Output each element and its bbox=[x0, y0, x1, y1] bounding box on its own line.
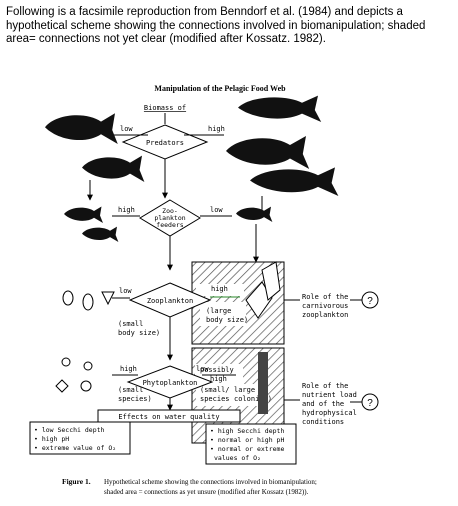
zooplankton-high-label: high bbox=[211, 285, 228, 293]
right-box-line1: • high Secchi depth bbox=[210, 427, 284, 435]
zooplankton-label: Zooplankton bbox=[147, 297, 193, 305]
effects-box bbox=[97, 409, 241, 423]
left-result-box bbox=[29, 421, 131, 455]
role-carnivorous-line1: Role of the bbox=[302, 293, 348, 301]
caption-line1: Hypothetical scheme showing the connecti… bbox=[104, 478, 317, 486]
left-box-line1: • low Secchi depth bbox=[34, 426, 105, 434]
large-body-line2: body size) bbox=[206, 316, 248, 324]
predator-fish-right-2 bbox=[226, 136, 310, 169]
feeder-fish-right bbox=[236, 206, 273, 222]
possibly-bg bbox=[195, 364, 243, 384]
effects-label: Effects on water quality bbox=[118, 413, 219, 421]
right-result-box bbox=[205, 423, 297, 465]
role-carnivorous-line2: carnivorous bbox=[302, 302, 348, 310]
caption-line2: shaded area = connections as yet unsure … bbox=[104, 488, 309, 496]
predator-fish-left-2 bbox=[82, 155, 145, 182]
role-nutrient-line1: Role of the bbox=[302, 382, 348, 390]
large-body-line1: (large bbox=[206, 307, 231, 315]
small-zooplankton-icons bbox=[62, 290, 115, 311]
phytoplankton-low-label: low bbox=[196, 365, 209, 373]
left-box-line2: • high pH bbox=[34, 435, 69, 443]
small-body-line1: (small bbox=[118, 320, 143, 328]
zoo-feeders-line2: plankton bbox=[154, 214, 185, 222]
small-large-bg bbox=[196, 384, 268, 406]
small-large-line3: colonies) bbox=[234, 395, 272, 403]
right-box-line2: • normal or high pH bbox=[210, 436, 284, 444]
zoo-feeders-line1: Zoo- bbox=[162, 207, 178, 215]
zooplankton-low-label: low bbox=[119, 287, 132, 295]
question-circle-nutrient bbox=[361, 393, 379, 411]
zoo-feeders-line3: feeders bbox=[156, 221, 183, 229]
species-label: species bbox=[200, 395, 230, 403]
large-zooplankton-shape-2 bbox=[261, 261, 281, 301]
zoo-feeders-low-label: low bbox=[210, 206, 223, 214]
diagram-title: Manipulation of the Pelagic Food Web bbox=[154, 84, 286, 93]
right-box-line3: • normal or extreme bbox=[210, 445, 284, 453]
question-mark-carnivorous: ? bbox=[367, 296, 373, 307]
predator-fish-right-3 bbox=[250, 167, 339, 196]
phytoplankton-label: Phytoplankton bbox=[143, 379, 198, 387]
role-nutrient-line5: conditions bbox=[302, 418, 344, 426]
question-circle-carnivorous bbox=[361, 291, 379, 309]
phytoplankton-high-label: high bbox=[120, 365, 137, 373]
small-species-line1: (small bbox=[118, 386, 143, 394]
role-nutrient-line2: nutrient load bbox=[302, 391, 357, 399]
intro-text: Following is a facsimile reproduction fr… bbox=[6, 6, 426, 45]
predators-high-label: high bbox=[208, 125, 225, 133]
feeder-fish-left-1 bbox=[64, 206, 103, 223]
caption-label: Figure 1. bbox=[62, 477, 91, 486]
phytoplankton-icons bbox=[55, 357, 93, 393]
left-box-line3: • extreme value of O₂ bbox=[34, 444, 116, 452]
large-zooplankton-shape-1 bbox=[245, 281, 273, 319]
biomass-label: Biomass of bbox=[144, 104, 186, 112]
right-box-line4: values of O₂ bbox=[214, 454, 261, 462]
zoo-feeders-high-label: high bbox=[118, 206, 135, 214]
predator-fish-left-1 bbox=[45, 113, 118, 144]
predators-label: Predators bbox=[146, 139, 184, 147]
small-species-line2: species) bbox=[118, 395, 152, 403]
small-body-line2: body size) bbox=[118, 329, 160, 337]
role-carnivorous-line3: zooplankton bbox=[302, 311, 348, 319]
colony-column bbox=[258, 352, 268, 414]
role-nutrient-line4: hydrophysical bbox=[302, 409, 357, 417]
predators-low-label: low bbox=[120, 125, 133, 133]
possibly-label: possibly bbox=[200, 366, 234, 374]
question-mark-nutrient: ? bbox=[367, 398, 373, 409]
small-large-line1: (small/ bbox=[200, 386, 230, 394]
large-body-bg bbox=[200, 302, 246, 326]
role-nutrient-line3: and of the bbox=[302, 400, 344, 408]
feeder-fish-left-2 bbox=[82, 226, 119, 242]
small-large-line2: large bbox=[234, 386, 255, 394]
possibly-high-label: high bbox=[210, 375, 227, 383]
high-label-bg bbox=[196, 284, 244, 296]
predator-fish-right-1 bbox=[238, 95, 322, 122]
